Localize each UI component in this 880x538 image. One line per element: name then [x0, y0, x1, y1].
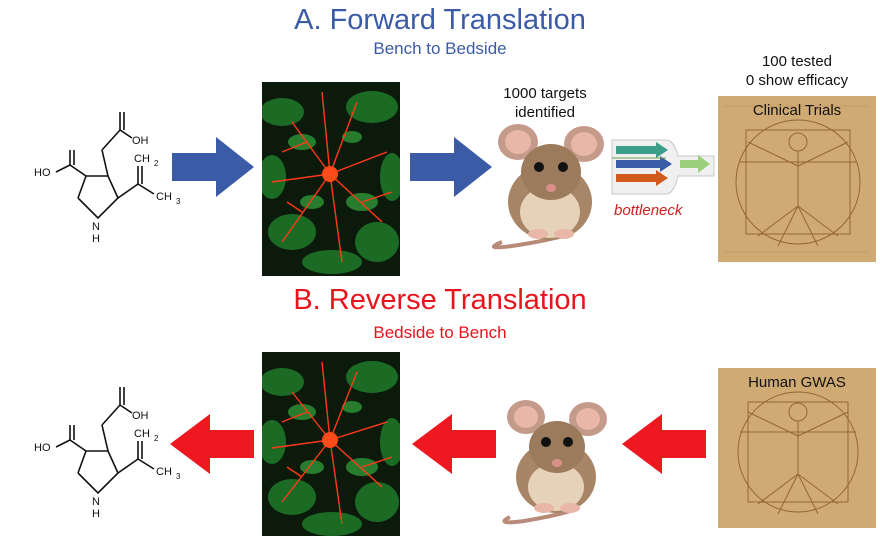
clinical-trials-label: Clinical Trials [752, 102, 842, 119]
targets-line-1: 1000 targets [503, 85, 587, 102]
molecule-h-label: H [92, 508, 100, 520]
molecule-n-label: N [92, 221, 100, 233]
mouse-image-forward-icon [492, 124, 604, 250]
molecule-ch3-label: CH [156, 191, 172, 203]
neuron-icon [262, 352, 400, 536]
human-gwas-image: Human GWAS [718, 368, 876, 528]
targets-line-2: identified [514, 104, 576, 121]
reverse-arrow-2-icon [412, 414, 496, 474]
forward-translation-subtitle: Bench to Bedside [373, 39, 507, 58]
reverse-arrow-1-icon [170, 414, 254, 474]
tested-efficacy-label: 100 tested 0 show efficacy [722, 52, 872, 90]
molecule-ch3-label: CH [156, 466, 172, 478]
molecule-ch2-label: CH [134, 153, 150, 165]
molecule-ch3-subscript: 3 [176, 197, 181, 206]
molecule-ch2-label: CH [134, 428, 150, 440]
molecule-ho-label: HO [34, 442, 51, 454]
kainic-acid-molecule-icon: OH CH 2 CH 3 HO N H [34, 112, 181, 245]
reverse-translation-subtitle: Bedside to Bench [373, 323, 507, 342]
tested-line-1: 100 tested [761, 53, 833, 70]
targets-identified-label: 1000 targets identified [480, 84, 610, 122]
vitruvian-man-icon [718, 368, 876, 528]
vitruvian-man-icon [718, 96, 876, 262]
neuron-icon [262, 82, 400, 276]
human-gwas-label: Human GWAS [748, 374, 846, 391]
forward-translation-title: A. Forward Translation [294, 4, 586, 36]
molecule-ch3-subscript: 3 [176, 472, 181, 481]
molecule-oh-label: OH [132, 410, 149, 422]
reverse-arrow-3-icon [622, 414, 706, 474]
molecule-h-label: H [92, 233, 100, 245]
bottleneck-label: bottleneck [614, 202, 683, 219]
molecule-ch2-subscript: 2 [154, 159, 159, 168]
bottleneck-funnel-icon [611, 139, 715, 195]
forward-arrow-1-icon [172, 137, 254, 197]
tested-line-2: 0 show efficacy [745, 72, 849, 89]
molecule-ch2-subscript: 2 [154, 434, 159, 443]
mouse-image-reverse-icon [502, 400, 607, 525]
clinical-trials-image: Clinical Trials [718, 96, 876, 262]
neuron-image-reverse [262, 352, 400, 536]
kainic-acid-molecule-icon: OH CH 2 CH 3 HO N H [34, 387, 181, 520]
molecule-ho-label: HO [34, 167, 51, 179]
molecule-oh-label: OH [132, 135, 149, 147]
molecule-n-label: N [92, 496, 100, 508]
neuron-image-forward [262, 82, 400, 276]
forward-arrow-2-icon [410, 137, 492, 197]
reverse-translation-title: B. Reverse Translation [293, 284, 587, 316]
